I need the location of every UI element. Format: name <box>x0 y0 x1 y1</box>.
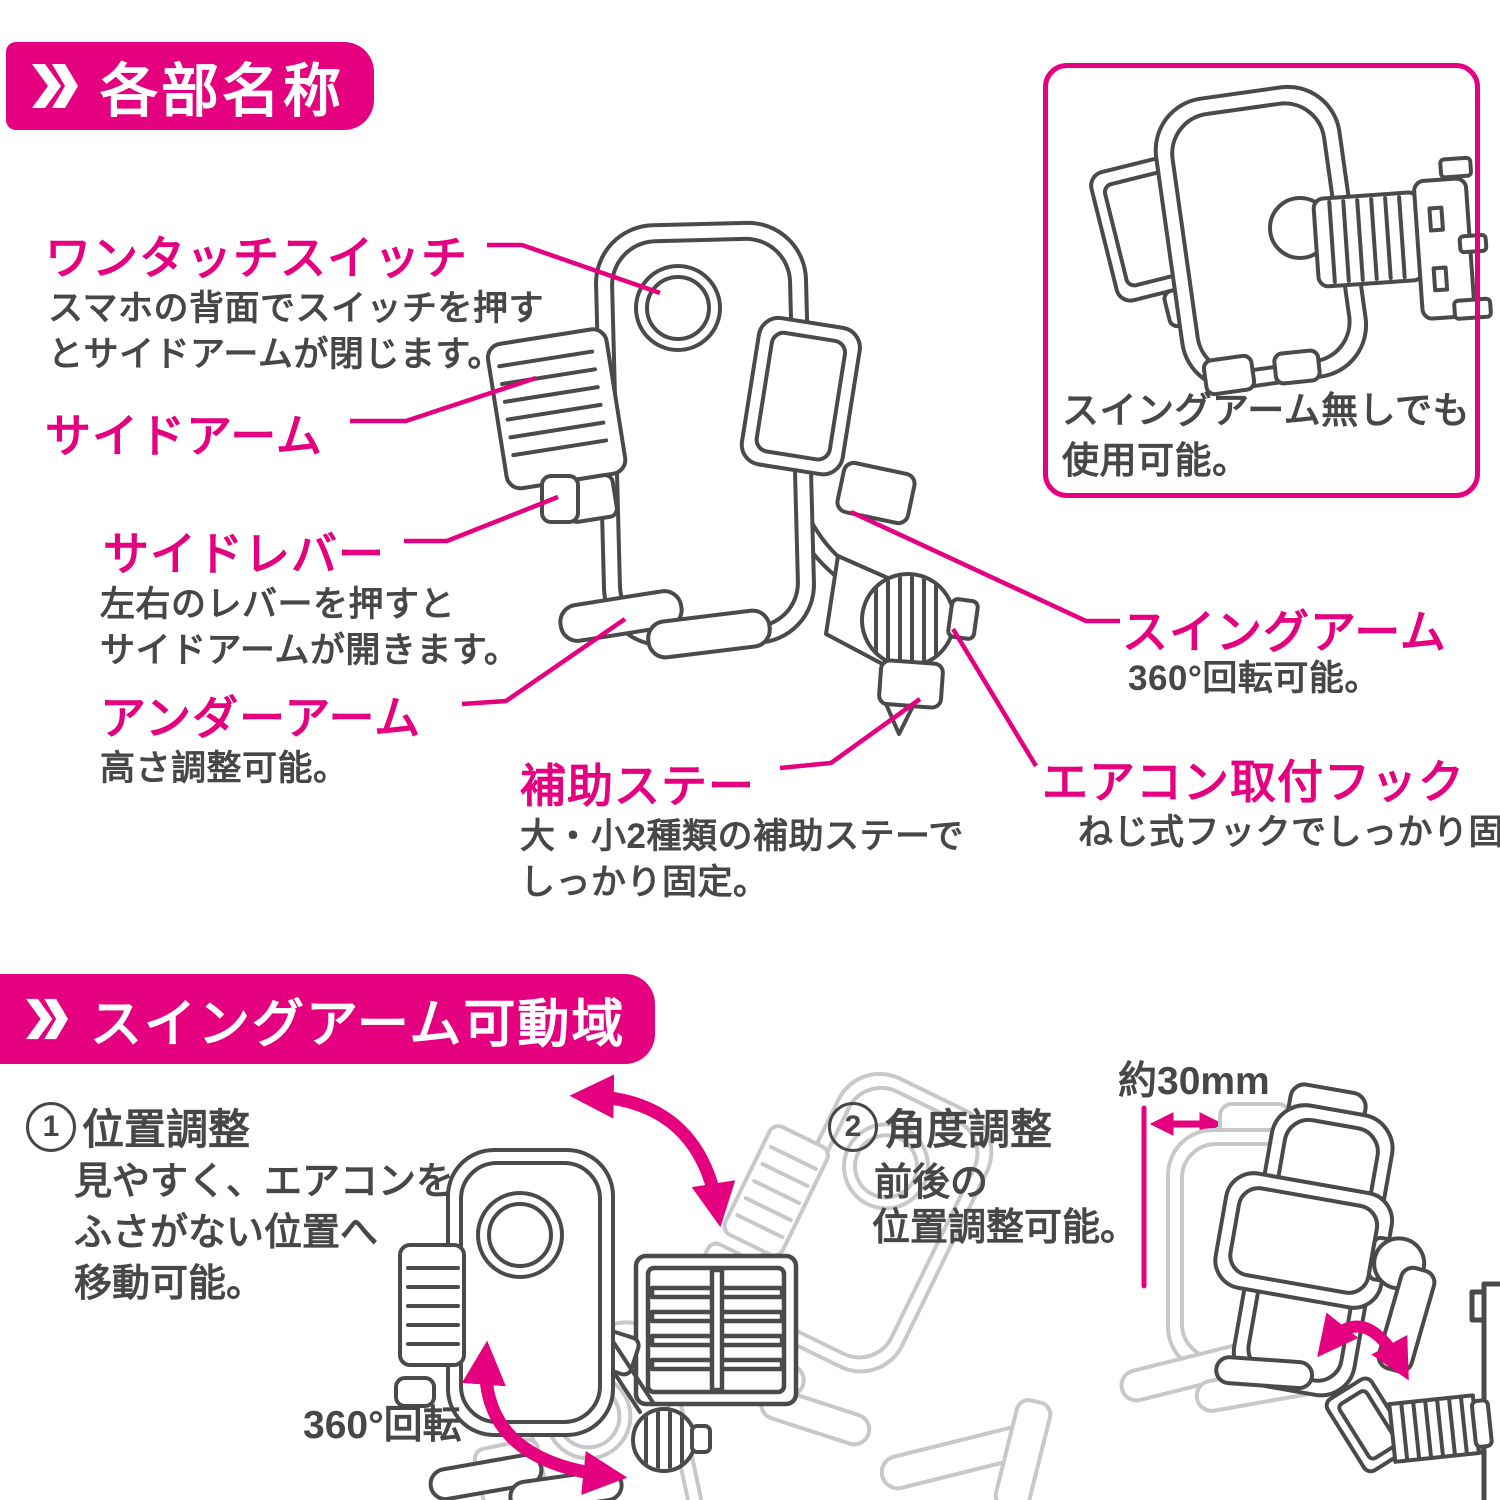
angle-step-title: 2 角度調整 <box>828 1096 1052 1157</box>
tilt-arrow <box>1317 1312 1409 1381</box>
leader-one-touch <box>487 242 661 296</box>
aircon-hook-desc1: ねじ式フックでしっかり固定。 <box>1078 813 1500 852</box>
position-step-line1: 見やすく、エアコンを <box>74 1161 455 1203</box>
angle-step-title-text: 角度調整 <box>884 1106 1053 1153</box>
leader-hojo-stay <box>779 697 922 771</box>
inset-box <box>1043 63 1480 498</box>
hojo-stay-desc1: 大・小2種類の補助ステーで <box>520 817 964 856</box>
chevron-icon <box>26 998 68 1040</box>
label-swing-arm: スイングアーム <box>1122 606 1447 658</box>
position-step-line2: ふさがない位置へ <box>74 1212 379 1254</box>
inset-caption-line2: 使用可能。 <box>1062 440 1250 481</box>
rotation-arrow-top <box>569 1074 736 1228</box>
inset-caption-line1: スイングアーム無しでも <box>1062 390 1471 431</box>
section2-header-badge: スイングアーム可動域 <box>0 974 656 1064</box>
section2-title: スイングアーム可動域 <box>90 995 626 1054</box>
one-touch-desc2: とサイドアームが閉じます。 <box>48 335 503 374</box>
angle-adjust-illustration <box>1119 1082 1500 1500</box>
label-under-arm: アンダーアーム <box>100 692 422 744</box>
position-step-title: 1 位置調整 <box>26 1096 250 1157</box>
hojo-stay-desc2: しっかり固定。 <box>520 863 769 902</box>
swing-arm-desc1: 360°回転可能。 <box>1128 659 1380 698</box>
leader-under-arm <box>461 617 627 707</box>
leader-swing-arm <box>850 509 1120 624</box>
position-step-title-text: 位置調整 <box>82 1106 251 1153</box>
main-product-illustration <box>485 220 980 736</box>
vent-hook-bracket-drawing <box>1412 155 1493 321</box>
vent-wall-drawing <box>1469 1281 1500 1500</box>
side-lever-drawing <box>540 474 580 524</box>
label-side-lever: サイドレバー <box>103 528 385 580</box>
leader-aircon-hook <box>951 627 1038 768</box>
one-touch-desc1: スマホの背面でスイッチを押す <box>48 289 544 328</box>
position-adjust-illustration <box>394 1036 1053 1500</box>
inset-illustration <box>1089 84 1493 397</box>
vent-grille-drawing <box>633 1253 799 1407</box>
aircon-hook-knob-drawing <box>860 572 980 668</box>
auxiliary-stay-drawing <box>877 658 945 736</box>
dimension-30mm-label: 約30mm <box>1118 1060 1270 1103</box>
leader-side-arm <box>350 375 537 424</box>
leader-lines <box>350 242 1120 771</box>
angle-step-line2: 位置調整可能。 <box>872 1207 1139 1249</box>
label-hojo-stay: 補助ステー <box>520 760 755 812</box>
side-lever-desc2: サイドアームが開きます。 <box>100 631 520 670</box>
under-arm-desc1: 高さ調整可能。 <box>100 749 349 788</box>
tilted-hook-drawing <box>1324 1376 1494 1474</box>
rotation-360-label: 360°回転 <box>303 1404 462 1447</box>
side-arm-drawing <box>485 327 628 524</box>
leader-side-lever <box>404 494 559 544</box>
label-side-arm: サイドアーム <box>45 410 323 462</box>
step-number-2: 2 <box>828 1101 878 1152</box>
step-number-1: 1 <box>26 1101 76 1152</box>
angle-step-line1: 前後の <box>874 1162 989 1204</box>
label-aircon-hook: エアコン取付フック <box>1042 756 1465 808</box>
rotation-arrow-bottom <box>461 1340 628 1495</box>
section1-title: 各部名称 <box>100 59 345 124</box>
side-lever-desc1: 左右のレバーを押すと <box>100 585 456 624</box>
position-step-line3: 移動可能。 <box>74 1263 265 1305</box>
chevron-icon <box>32 63 78 109</box>
section1-header-badge: 各部名称 <box>6 42 375 130</box>
label-one-touch-switch: ワンタッチスイッチ <box>45 232 468 284</box>
